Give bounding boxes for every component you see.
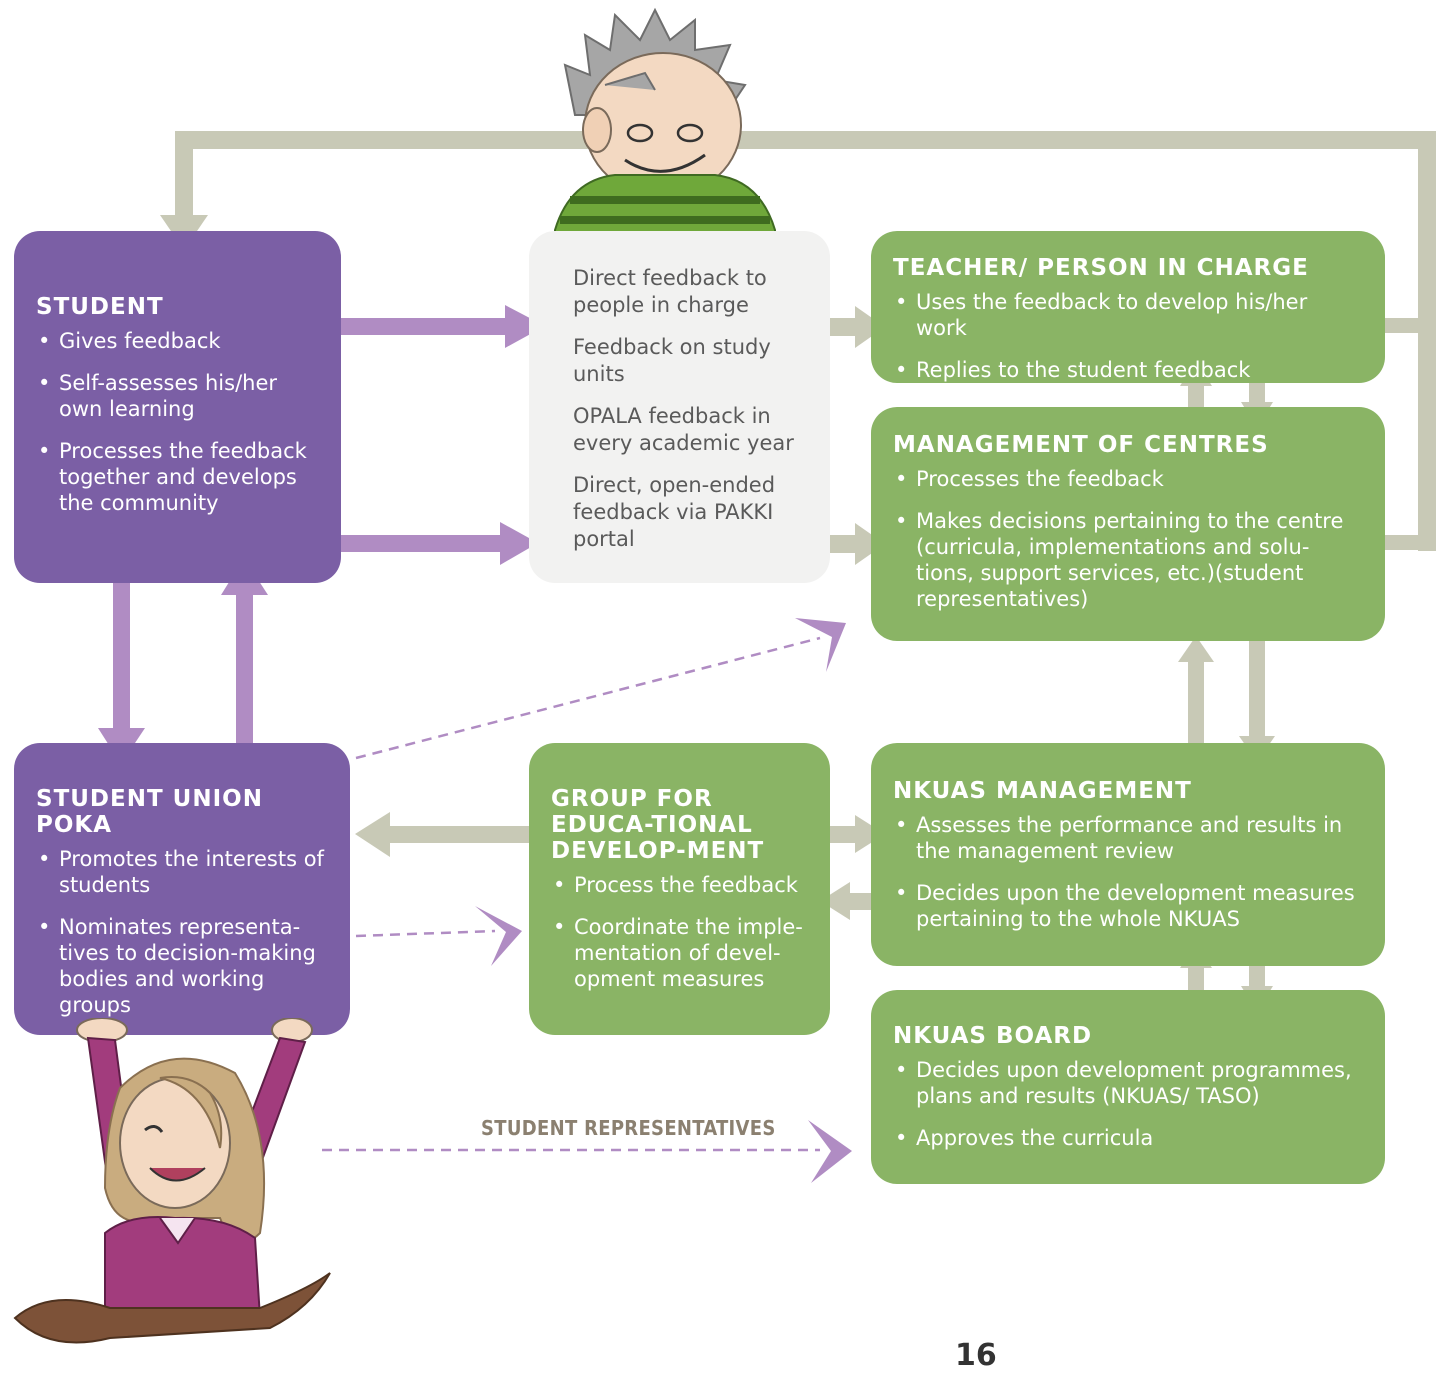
student-item: Gives feedback bbox=[36, 328, 319, 354]
mgmt-to-centres-shaft bbox=[1188, 660, 1204, 744]
girl-legs bbox=[13, 1272, 331, 1344]
group-dev-item: Process the feedback bbox=[551, 872, 808, 898]
nkuas-management-item: Assesses the performance and results in … bbox=[893, 812, 1363, 864]
management-centres-item: Makes decisions pertaining to the centre… bbox=[893, 508, 1363, 612]
feedback-to-teacher-shaft bbox=[830, 318, 862, 336]
feedback-channels-box: Direct feedback to people in charge Feed… bbox=[529, 231, 830, 583]
girl-character bbox=[13, 1018, 331, 1344]
union-to-centres-dashed-head bbox=[795, 618, 846, 672]
girl-top bbox=[104, 1216, 262, 1319]
student-box: STUDENT Gives feedback Self-assesses his… bbox=[14, 231, 341, 583]
feedback-channel-item: Direct, open-ended feedback via PAKKI po… bbox=[573, 473, 776, 551]
teacher-title: TEACHER/ PERSON IN CHARGE bbox=[893, 255, 1309, 281]
dashed-connectors bbox=[322, 636, 821, 1152]
page-number: 16 bbox=[955, 1338, 997, 1373]
centres-to-teacher-shaft bbox=[1188, 385, 1204, 410]
student-to-union-shaft bbox=[113, 583, 130, 735]
management-centres-list: Processes the feedback Makes decisions p… bbox=[893, 466, 1363, 612]
group-to-union-head bbox=[355, 812, 390, 857]
feedback-channel-item: Feedback on study units bbox=[573, 335, 771, 386]
group-dev-title: GROUP FOR EDUCA-TIONAL DEVELOP-MENT bbox=[551, 786, 765, 864]
nkuas-board-item: Decides upon development programmes, pla… bbox=[893, 1057, 1363, 1109]
union-to-student-shaft bbox=[236, 590, 253, 743]
student-to-feedback-bottom-head bbox=[500, 522, 538, 565]
girl-right-hand bbox=[271, 1018, 313, 1043]
student-representatives-label: STUDENT REPRESENTATIVES bbox=[481, 1116, 776, 1140]
boy-character bbox=[554, 7, 788, 256]
management-centres-title: MANAGEMENT OF CENTRES bbox=[893, 432, 1269, 458]
girl-collar bbox=[159, 1217, 196, 1245]
grey-connectors bbox=[160, 131, 1436, 1012]
teacher-box: TEACHER/ PERSON IN CHARGE Uses the feedb… bbox=[871, 231, 1385, 383]
nkuas-management-title: NKUAS MANAGEMENT bbox=[893, 778, 1192, 804]
board-to-mgmt-shaft bbox=[1188, 966, 1204, 992]
student-title: STUDENT bbox=[36, 294, 164, 320]
union-to-group-dashed-head bbox=[475, 906, 522, 966]
mgmt-to-group-head bbox=[820, 882, 850, 920]
group-to-union-shaft bbox=[385, 826, 530, 843]
teacher-to-centres-shaft bbox=[1249, 382, 1265, 406]
teacher-list: Uses the feedback to develop his/her wor… bbox=[893, 289, 1363, 383]
top-loop-bar bbox=[175, 131, 1436, 149]
group-to-mgmt-shaft bbox=[830, 826, 860, 843]
group-dev-item: Coordinate the imple-mentation of devel-… bbox=[551, 914, 808, 992]
centres-to-mgmt-shaft bbox=[1249, 640, 1265, 740]
top-loop-right-leg bbox=[1418, 131, 1436, 551]
feedback-to-centres-shaft bbox=[830, 535, 862, 553]
group-to-mgmt-head bbox=[855, 815, 885, 853]
boy-ear bbox=[582, 107, 612, 153]
student-union-title: STUDENT UNION POKA bbox=[36, 786, 263, 838]
student-to-feedback-bottom-shaft bbox=[341, 535, 509, 552]
girl-smile bbox=[149, 1167, 206, 1182]
top-loop-left-leg bbox=[175, 131, 193, 231]
nkuas-board-box: NKUAS BOARD Decides upon development pro… bbox=[871, 990, 1385, 1184]
student-to-feedback-top-head bbox=[505, 305, 545, 348]
student-union-list: Promotes the interests of students Nomin… bbox=[36, 846, 328, 1018]
feedback-to-centres-head bbox=[855, 523, 885, 565]
nkuas-board-list: Decides upon development programmes, pla… bbox=[893, 1057, 1363, 1151]
nkuas-management-item: Decides upon the development measures pe… bbox=[893, 880, 1363, 932]
teacher-loop-link bbox=[1385, 318, 1436, 333]
student-union-item: Nominates representa-tives to decision-m… bbox=[36, 914, 328, 1018]
representatives-dashed-head bbox=[808, 1120, 852, 1183]
teacher-item: Uses the feedback to develop his/her wor… bbox=[893, 289, 1363, 341]
boy-fringe bbox=[604, 71, 656, 91]
student-union-box: STUDENT UNION POKA Promotes the interest… bbox=[14, 743, 350, 1035]
nkuas-management-list: Assesses the performance and results in … bbox=[893, 812, 1363, 932]
mgmt-to-board-shaft bbox=[1249, 964, 1265, 988]
boy-left-eye bbox=[626, 123, 654, 143]
feedback-channel-item: Direct feedback to people in charge bbox=[573, 266, 767, 317]
student-list: Gives feedback Self-assesses his/her own… bbox=[36, 328, 319, 516]
union-to-group-dashed bbox=[355, 929, 496, 938]
centres-loop-link bbox=[1385, 535, 1436, 550]
group-dev-list: Process the feedback Coordinate the impl… bbox=[551, 872, 808, 992]
group-dev-box: GROUP FOR EDUCA-TIONAL DEVELOP-MENT Proc… bbox=[529, 743, 830, 1035]
nkuas-board-item: Approves the curricula bbox=[893, 1125, 1363, 1151]
feedback-to-teacher-head bbox=[855, 306, 885, 348]
dashed-arrowheads bbox=[475, 618, 852, 1183]
student-item: Processes the feedback together and deve… bbox=[36, 438, 319, 516]
nkuas-management-box: NKUAS MANAGEMENT Assesses the performanc… bbox=[871, 743, 1385, 966]
boy-right-eye bbox=[676, 123, 704, 143]
nkuas-board-title: NKUAS BOARD bbox=[893, 1023, 1093, 1049]
girl-eye bbox=[144, 1125, 164, 1133]
feedback-channels-list: Direct feedback to people in charge Feed… bbox=[551, 265, 808, 553]
girl-fringe bbox=[159, 1076, 223, 1149]
teacher-item: Replies to the student feedback bbox=[893, 357, 1363, 383]
feedback-channel-item: OPALA feedback in every academic year bbox=[573, 404, 794, 455]
management-centres-box: MANAGEMENT OF CENTRES Processes the feed… bbox=[871, 407, 1385, 641]
boy-smile bbox=[624, 153, 706, 173]
student-union-item: Promotes the interests of students bbox=[36, 846, 328, 898]
mgmt-to-centres-head bbox=[1178, 636, 1214, 662]
student-item: Self-assesses his/her own learning bbox=[36, 370, 319, 422]
union-to-centres-dashed bbox=[355, 636, 821, 760]
mgmt-to-group-shaft bbox=[845, 893, 872, 910]
student-to-feedback-top-shaft bbox=[341, 318, 511, 335]
management-centres-item: Processes the feedback bbox=[893, 466, 1363, 492]
